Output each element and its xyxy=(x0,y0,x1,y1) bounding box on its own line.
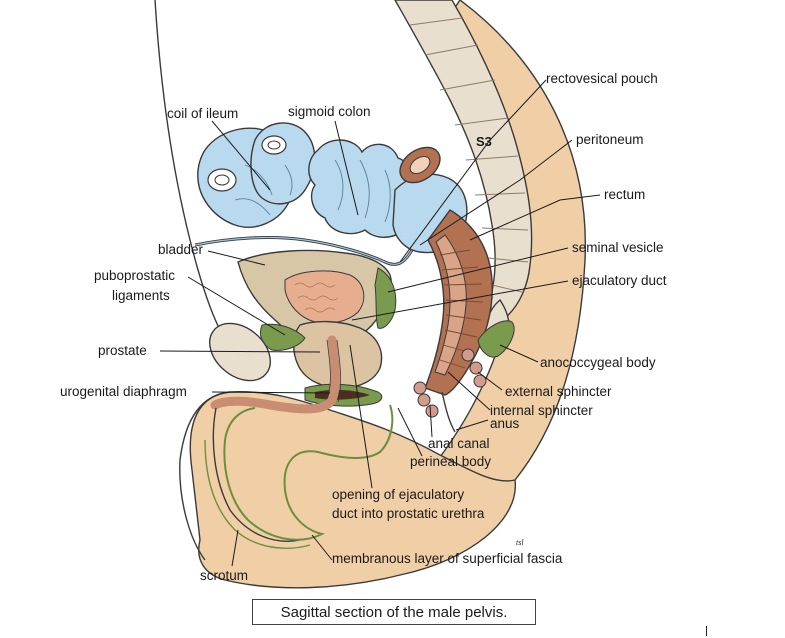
leader-rectovesical-pouch xyxy=(399,79,547,263)
leader-rectum xyxy=(469,194,601,241)
label-membranous-layer: membranous layer of superficial fascia xyxy=(332,551,563,566)
anococcygeal-body-tissue xyxy=(477,320,515,358)
ext-sphincter-ring-6 xyxy=(425,404,439,418)
ileum-lumen-2-inner xyxy=(267,140,281,150)
label-scrotum: scrotum xyxy=(200,568,248,583)
thigh-line xyxy=(179,391,231,561)
label-seminal-vesicle: seminal vesicle xyxy=(572,240,664,255)
leader-bladder xyxy=(207,250,266,266)
urethra-tube xyxy=(210,335,340,414)
rectum-folds xyxy=(439,249,484,369)
label-rectum: rectum xyxy=(604,187,645,202)
leader-coil-of-ileum xyxy=(211,120,271,191)
ext-sphincter-ring-4 xyxy=(413,381,427,395)
ileum-coil-2 xyxy=(250,122,316,205)
seminal-vesicle-tissue xyxy=(374,267,397,329)
anal-canal-line xyxy=(441,391,456,433)
ext-sphincter-ring-5 xyxy=(417,393,431,407)
label-anus: anus xyxy=(490,416,520,431)
leader-anococcygeal-body xyxy=(499,344,539,363)
label-opening-line2: duct into prostatic urethra xyxy=(332,506,485,521)
superficial-fascia-line xyxy=(223,404,394,541)
scrotum-fold xyxy=(212,407,301,542)
leader-urogenital-diaphragm xyxy=(211,391,331,394)
leader-perineal-body xyxy=(397,407,423,457)
leader-anal-canal xyxy=(429,404,433,438)
label-rectovesical-pouch: rectovesical pouch xyxy=(546,71,658,86)
leader-peritoneum xyxy=(419,139,573,246)
scrotum xyxy=(204,404,394,549)
label-internal-sphincter: internal sphincter xyxy=(490,403,593,418)
leader-prostate xyxy=(159,350,321,353)
label-external-sphincter: external sphincter xyxy=(505,384,612,399)
leader-ejaculatory-duct xyxy=(351,280,569,321)
labels: coil of ileum sigmoid colon S3 rectovesi… xyxy=(60,71,667,583)
ext-sphincter-ring-1 xyxy=(461,348,475,362)
fascia-inner xyxy=(204,439,311,549)
label-urogenital-diaphragm: urogenital diaphragm xyxy=(60,384,187,399)
leader-scrotum xyxy=(231,529,239,567)
label-s3: S3 xyxy=(476,134,492,149)
ileum-lumen-2 xyxy=(261,135,287,155)
leader-membranous-layer xyxy=(311,534,333,561)
ext-sphincter-ring-2 xyxy=(469,361,483,375)
leader-opening-ejaculatory xyxy=(349,344,373,489)
label-prostate: prostate xyxy=(98,343,147,358)
colon-cut-lumen xyxy=(409,155,431,175)
sacrum-segment-lines xyxy=(409,17,529,293)
label-anal-canal: anal canal xyxy=(428,436,490,451)
label-sigmoid-colon: sigmoid colon xyxy=(288,104,371,119)
leader-internal-sphincter xyxy=(447,371,491,411)
label-ejaculatory-duct: ejaculatory duct xyxy=(572,273,667,288)
label-anococcygeal-body: anococcygeal body xyxy=(540,355,656,370)
leader-lines xyxy=(159,79,601,567)
ileum xyxy=(197,122,316,228)
bladder-mucosa xyxy=(284,270,365,324)
urethra-outline xyxy=(326,339,342,403)
rectum xyxy=(424,209,493,396)
abdominal-wall-line xyxy=(154,0,221,331)
leader-sigmoid-colon xyxy=(334,120,359,216)
label-puboprostatic-line2: ligaments xyxy=(112,288,170,303)
leader-seminal-vesicle xyxy=(387,247,569,293)
ileum-folds xyxy=(234,164,293,216)
label-perineal-body: perineal body xyxy=(410,454,491,469)
leader-anus xyxy=(455,419,489,431)
label-puboprostatic-line1: puboprostatic xyxy=(94,268,175,283)
anal-sphincters xyxy=(413,320,515,433)
leader-external-sphincter xyxy=(477,371,503,391)
ext-sphincter-ring-3 xyxy=(473,374,487,388)
ileum-lumen-1-inner xyxy=(214,174,230,186)
margin-tick xyxy=(706,626,707,636)
label-bladder: bladder xyxy=(158,242,204,257)
artist-initials: tsl xyxy=(516,538,524,547)
ileum-lumen-1 xyxy=(207,168,237,192)
leader-puboprostatic xyxy=(187,276,286,336)
label-peritoneum: peritoneum xyxy=(576,132,644,147)
sigmoid-haustra xyxy=(334,159,391,223)
bladder xyxy=(237,249,392,346)
label-opening-line1: opening of ejaculatory xyxy=(332,487,464,502)
figure-caption: Sagittal section of the male pelvis. xyxy=(252,599,536,625)
bladder-mucosa-texture xyxy=(294,282,339,313)
label-coil-of-ileum: coil of ileum xyxy=(167,106,238,121)
